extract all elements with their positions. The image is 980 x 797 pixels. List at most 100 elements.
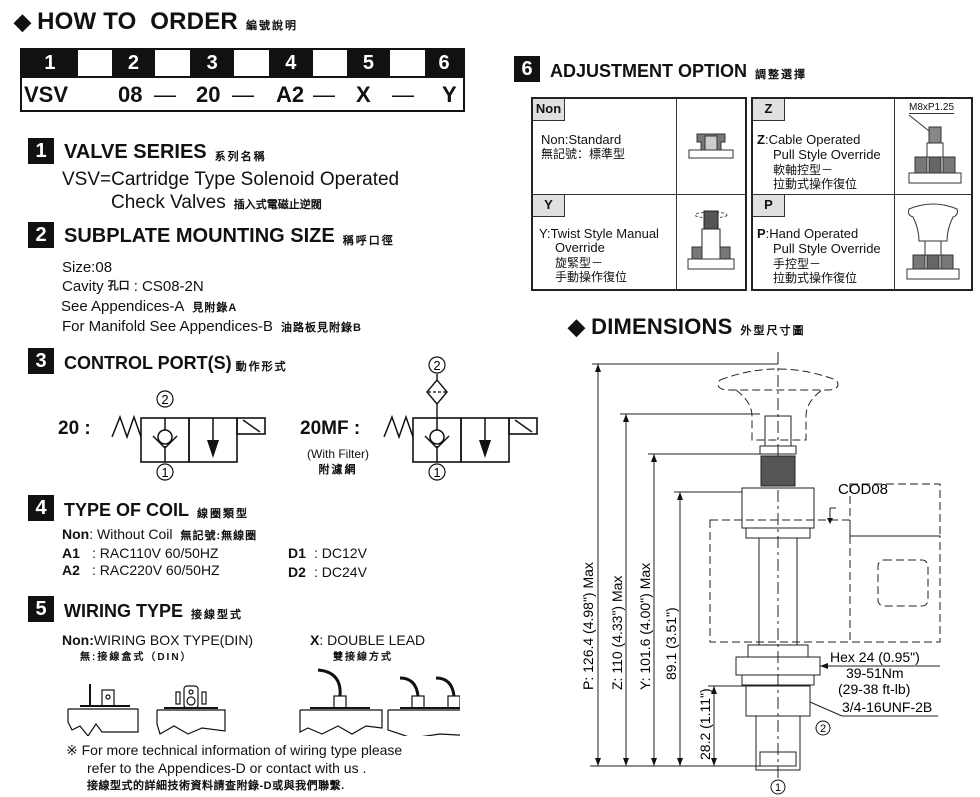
wiring-note-line2: refer to the Appendices-D or contact wit… <box>87 760 367 776</box>
coil-desc: : RAC220V 60/50HZ <box>92 562 220 578</box>
adjustment-desc: :Hand Operated <box>765 226 859 241</box>
control-ports-heading: 3 CONTROL PORT(S) 動作形式 <box>28 348 288 374</box>
standard-plug-icon <box>677 99 745 195</box>
solenoid-icon <box>508 417 538 435</box>
adjustment-desc: Pull Style Override <box>773 241 881 256</box>
order-value-coil: A2 <box>276 82 305 107</box>
valve-series-line1: VSV=Cartridge Type Solenoid Operated <box>62 169 400 190</box>
coil-code: A1 <box>62 545 80 561</box>
adjustment-desc-zh: 無記號：標準型 <box>541 147 626 161</box>
section-number-badge: 3 <box>28 348 54 374</box>
order-value-control: 20 <box>196 82 221 107</box>
dim-label-bottom: 28.2 (1.11") <box>697 688 713 760</box>
wiring-note: ※ For more technical information of wiri… <box>66 741 402 795</box>
appendix-a-text: See Appendices-A <box>61 298 185 315</box>
wiring-note-zh: 接線型式的詳細技術資料請查附錄-D或與我們聯繫. <box>87 780 345 792</box>
svg-text:2: 2 <box>820 723 826 735</box>
how-to-order-title: HOW TO ORDER <box>37 8 238 35</box>
coil-desc: : RAC110V 60/50HZ <box>92 545 219 561</box>
order-separator: — <box>232 82 254 107</box>
order-position-2: 2 <box>111 50 156 76</box>
port-1-marker: 1 <box>770 779 786 795</box>
valve-series-line2-row: Check Valves 插入式電磁止逆閥 <box>111 192 322 216</box>
adjustment-desc-row: Z:Cable Operated <box>757 132 860 147</box>
port-2-marker: 2 <box>428 356 446 374</box>
control-option-20mf-label: 20MF : <box>300 418 361 439</box>
adjustment-desc-zh: 拉動式操作復位 <box>773 177 858 191</box>
coil-option-d1: D1 : DC12V <box>288 544 367 562</box>
wiring-desc: : DOUBLE LEAD <box>319 632 426 648</box>
port-1-marker: 1 <box>428 463 446 481</box>
cavity-label: Cavity <box>62 278 104 295</box>
how-to-order-title-zh: 編號說明 <box>245 20 298 32</box>
port-1-marker: 1 <box>156 463 174 481</box>
adjustment-desc: Non:Standard <box>541 132 622 147</box>
coil-code: D2 <box>288 564 306 580</box>
cable-override-icon: M8xP1.25 <box>895 99 971 195</box>
mounting-size-title-zh: 稱呼口徑 <box>342 235 395 247</box>
coil-option-a2: A2: RAC220V 60/50HZ <box>62 561 220 579</box>
order-code-table: 1 2 3 4 5 6 VSV 08 — 20 — A2 — X — Y <box>20 48 465 112</box>
svg-text:1: 1 <box>433 465 440 480</box>
adjustment-title: ADJUSTMENT OPTION <box>550 61 748 81</box>
coil-option-non: Non : Without Coil 無記號:無線圈 <box>62 525 257 545</box>
mounting-size-heading: 2 SUBPLATE MOUNTING SIZE 稱呼口徑 <box>28 222 395 248</box>
coil-option-d2: D2: DC24V <box>288 563 367 581</box>
coil-desc: : Without Coil <box>89 526 173 542</box>
adjustment-tag: Non <box>533 99 565 121</box>
adjustment-code: Z <box>757 132 765 147</box>
port-2-marker: 2 <box>815 720 831 736</box>
cavity-row: Cavity 孔口 : CS08-2N <box>62 277 204 296</box>
adjustment-option-p: P P:Hand Operated Pull Style Override 手控… <box>753 195 895 289</box>
wiring-option-x: X: DOUBLE LEAD <box>310 631 425 649</box>
appendix-a-zh: 見附錄A <box>192 302 238 314</box>
torque-nm-label: 39-51Nm <box>846 665 904 681</box>
stud-nut <box>759 445 797 455</box>
mounting-size-value: Size:08 <box>62 259 113 276</box>
din-connector-icon <box>156 685 226 735</box>
coil-title: TYPE OF COIL <box>64 500 190 520</box>
adjustment-desc: Pull Style Override <box>773 147 881 162</box>
control-option-20-label: 20 : <box>58 418 91 439</box>
adjustment-desc: :Cable Operated <box>764 132 861 147</box>
coil-code: D1 <box>288 545 306 561</box>
order-value-series: VSV <box>24 82 69 107</box>
diamond-icon: ◆ <box>14 9 32 34</box>
cavity-value: : CS08-2N <box>133 278 204 295</box>
order-code-example: VSV 08 — 20 — A2 — X — Y <box>22 76 463 110</box>
order-value-size: 08 <box>118 82 143 107</box>
adjustment-title-zh: 調整選擇 <box>755 69 808 81</box>
check-valve-icon <box>424 418 450 462</box>
svg-text:1: 1 <box>161 465 168 480</box>
diamond-icon: ◆ <box>568 314 586 339</box>
hand-knob-override-icon <box>895 195 971 289</box>
check-valve-icon <box>152 418 178 462</box>
how-to-order-heading: ◆ HOW TO ORDER 編號說明 <box>14 8 298 36</box>
appendix-b-row: For Manifold See Appendices-B 油路板見附錄B <box>62 317 362 338</box>
svg-text:2: 2 <box>433 358 440 373</box>
coil-outline <box>709 483 941 643</box>
adjustment-desc-zh: 拉動式操作復位 <box>773 271 858 285</box>
coil-option-a1: A1 : RAC110V 60/50HZ <box>62 544 219 562</box>
valve-series-title: VALVE SERIES <box>64 141 207 163</box>
order-value-adjustment: Y <box>442 82 457 107</box>
coil-title-zh: 線圈類型 <box>197 508 250 520</box>
section-number-badge: 2 <box>28 222 54 248</box>
order-separator: — <box>154 82 176 107</box>
dim-label-y: Y: 101.6 (4.00") Max <box>637 563 653 690</box>
wiring-option-non-zh: 無:接線盒式（DIN） <box>80 652 193 663</box>
control-ports-title-zh: 動作形式 <box>235 361 288 373</box>
adjustment-code: P <box>757 226 766 241</box>
adjustment-desc-zh: 旋緊型－ <box>555 256 604 270</box>
control-ports-title: CONTROL PORT(S) <box>64 353 232 373</box>
adjustment-desc: Override <box>555 240 605 255</box>
din-connector-icon <box>67 684 139 736</box>
double-lead-connector-icon <box>299 668 383 735</box>
adjustment-tag: Y <box>533 195 565 217</box>
order-position-4: 4 <box>268 50 313 76</box>
adjustment-desc-row: P:Hand Operated <box>757 226 858 241</box>
coil-desc: : DC12V <box>314 545 367 561</box>
adjustment-desc-zh: 手控型－ <box>773 257 822 271</box>
twist-override-icon <box>677 195 745 289</box>
section-number-badge: 1 <box>28 138 54 164</box>
